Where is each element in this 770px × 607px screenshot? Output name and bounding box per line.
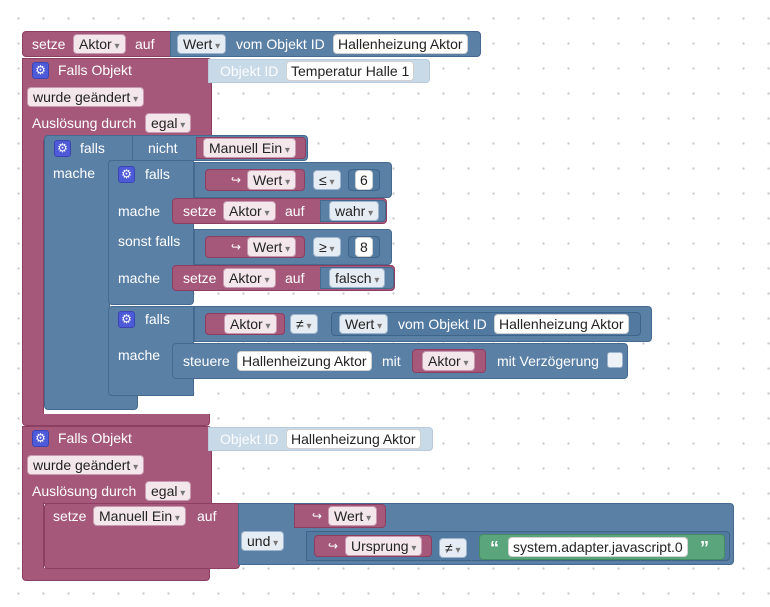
trigger2-triggered-by-label: Auslösung durch [32, 483, 137, 499]
top-set-on-keyword: auf [135, 36, 155, 52]
not-keyword: nicht [148, 140, 178, 156]
compare-low-operator-dropdown[interactable]: ≤ [313, 170, 341, 190]
trigger1-object-id-field[interactable]: Temperatur Halle 1 [286, 61, 415, 81]
if-temp-do2-keyword: mache [118, 270, 161, 286]
compare-high-operator-dropdown[interactable]: ≥ [313, 237, 341, 257]
if-temp-elseif-keyword: sonst falls [118, 233, 181, 249]
trigger1-trigger-dropdown[interactable]: egal [145, 113, 192, 133]
and-operator-dropdown[interactable]: und [241, 531, 285, 551]
set-manual-on-keyword: auf [197, 508, 217, 524]
diff-object-id-field[interactable]: Hallenheizung Aktor [494, 314, 629, 334]
set-true-on-keyword: auf [285, 203, 305, 219]
compare-diff-operator-dropdown[interactable]: ≠ [290, 314, 318, 334]
top-set-keyword: setze [32, 36, 66, 52]
trigger2-gear-icon[interactable]: ⚙ [32, 430, 49, 447]
trigger1-object-id-label: Objekt ID [220, 63, 279, 79]
value-high-attr-dropdown[interactable]: Wert [247, 237, 297, 257]
if-temp-gear-icon[interactable]: ⚙ [118, 166, 135, 183]
top-set-variable-dropdown[interactable]: Aktor [73, 34, 126, 54]
if-manual-bottom-cap [44, 392, 138, 410]
set-true-variable-dropdown[interactable]: Aktor [223, 201, 276, 221]
set-false-keyword: setze [183, 270, 217, 286]
trigger2-header: Falls Objekt [58, 430, 132, 446]
diff-from-object-label: vom Objekt ID [398, 316, 487, 332]
origin-attr-dropdown[interactable]: Ursprung [345, 536, 423, 556]
text-open-quote-icon: “ [490, 538, 499, 558]
trigger1-triggered-by-label: Auslösung durch [32, 115, 137, 131]
diff-attr-dropdown[interactable]: Wert [339, 314, 389, 334]
and-left-attr-dropdown[interactable]: Wert [328, 506, 378, 526]
trigger1-gear-icon[interactable]: ⚙ [32, 62, 49, 79]
if-manual-gear-icon[interactable]: ⚙ [54, 140, 71, 157]
top-from-object-label: vom Objekt ID [236, 36, 325, 52]
if-diff-if-keyword: falls [145, 311, 170, 327]
bool-false-dropdown[interactable]: falsch [329, 268, 386, 288]
trigger1-left-rail [22, 140, 44, 416]
control-keyword: steuere [183, 353, 230, 369]
trigger2-bottom-cap [22, 568, 210, 581]
if-temp-bottom-cap [108, 291, 194, 305]
control-delay-checkbox[interactable] [607, 352, 623, 368]
text-string-field[interactable]: system.adapter.javascript.0 [508, 537, 688, 557]
origin-arrow-icon: ↪ [328, 539, 339, 553]
if-manual-do-keyword: mache [53, 165, 96, 181]
and-left-arrow-icon: ↪ [312, 509, 323, 523]
set-true-keyword: setze [183, 203, 217, 219]
text-close-quote-icon: ” [700, 538, 709, 558]
number-high-field[interactable]: 8 [355, 237, 373, 257]
compare-origin-operator-dropdown[interactable]: ≠ [439, 538, 467, 558]
if-diff-gear-icon[interactable]: ⚙ [118, 311, 135, 328]
top-object-id-field[interactable]: Hallenheizung Aktor [333, 34, 468, 54]
trigger2-object-id-label: Objekt ID [220, 431, 279, 447]
if-manual-left-rail [44, 160, 110, 394]
top-attr-dropdown[interactable]: Wert [177, 34, 227, 54]
if-diff-do-keyword: mache [118, 347, 161, 363]
trigger1-changed-dropdown[interactable]: wurde geändert [27, 87, 145, 107]
if-temp-if-keyword: falls [145, 166, 170, 182]
trigger1-header: Falls Objekt [58, 62, 132, 78]
value-high-arrow-icon: ↪ [231, 240, 242, 254]
trigger2-object-id-field[interactable]: Hallenheizung Aktor [286, 429, 421, 449]
control-delay-label: mit Verzögerung [497, 353, 599, 369]
control-var-dropdown[interactable]: Aktor [422, 351, 475, 371]
set-false-variable-dropdown[interactable]: Aktor [223, 268, 276, 288]
trigger2-left-rail [22, 502, 44, 570]
set-false-on-keyword: auf [285, 270, 305, 286]
diff-var-dropdown[interactable]: Aktor [224, 314, 277, 334]
trigger1-bottom-cap [22, 414, 210, 426]
if-temp-do-keyword: mache [118, 203, 161, 219]
trigger2-trigger-dropdown[interactable]: egal [145, 481, 192, 501]
if-manual-if-keyword: falls [80, 140, 105, 156]
control-with-keyword: mit [382, 353, 401, 369]
control-object-field[interactable]: Hallenheizung Aktor [237, 351, 372, 371]
set-manual-variable-dropdown[interactable]: Manuell Ein [93, 506, 186, 526]
value-low-arrow-icon: ↪ [231, 173, 242, 187]
number-low-field[interactable]: 6 [355, 170, 373, 190]
manual-var-dropdown[interactable]: Manuell Ein [203, 138, 296, 158]
trigger2-changed-dropdown[interactable]: wurde geändert [27, 455, 145, 475]
value-low-attr-dropdown[interactable]: Wert [247, 170, 297, 190]
set-manual-keyword: setze [53, 508, 87, 524]
bool-true-dropdown[interactable]: wahr [329, 201, 380, 221]
